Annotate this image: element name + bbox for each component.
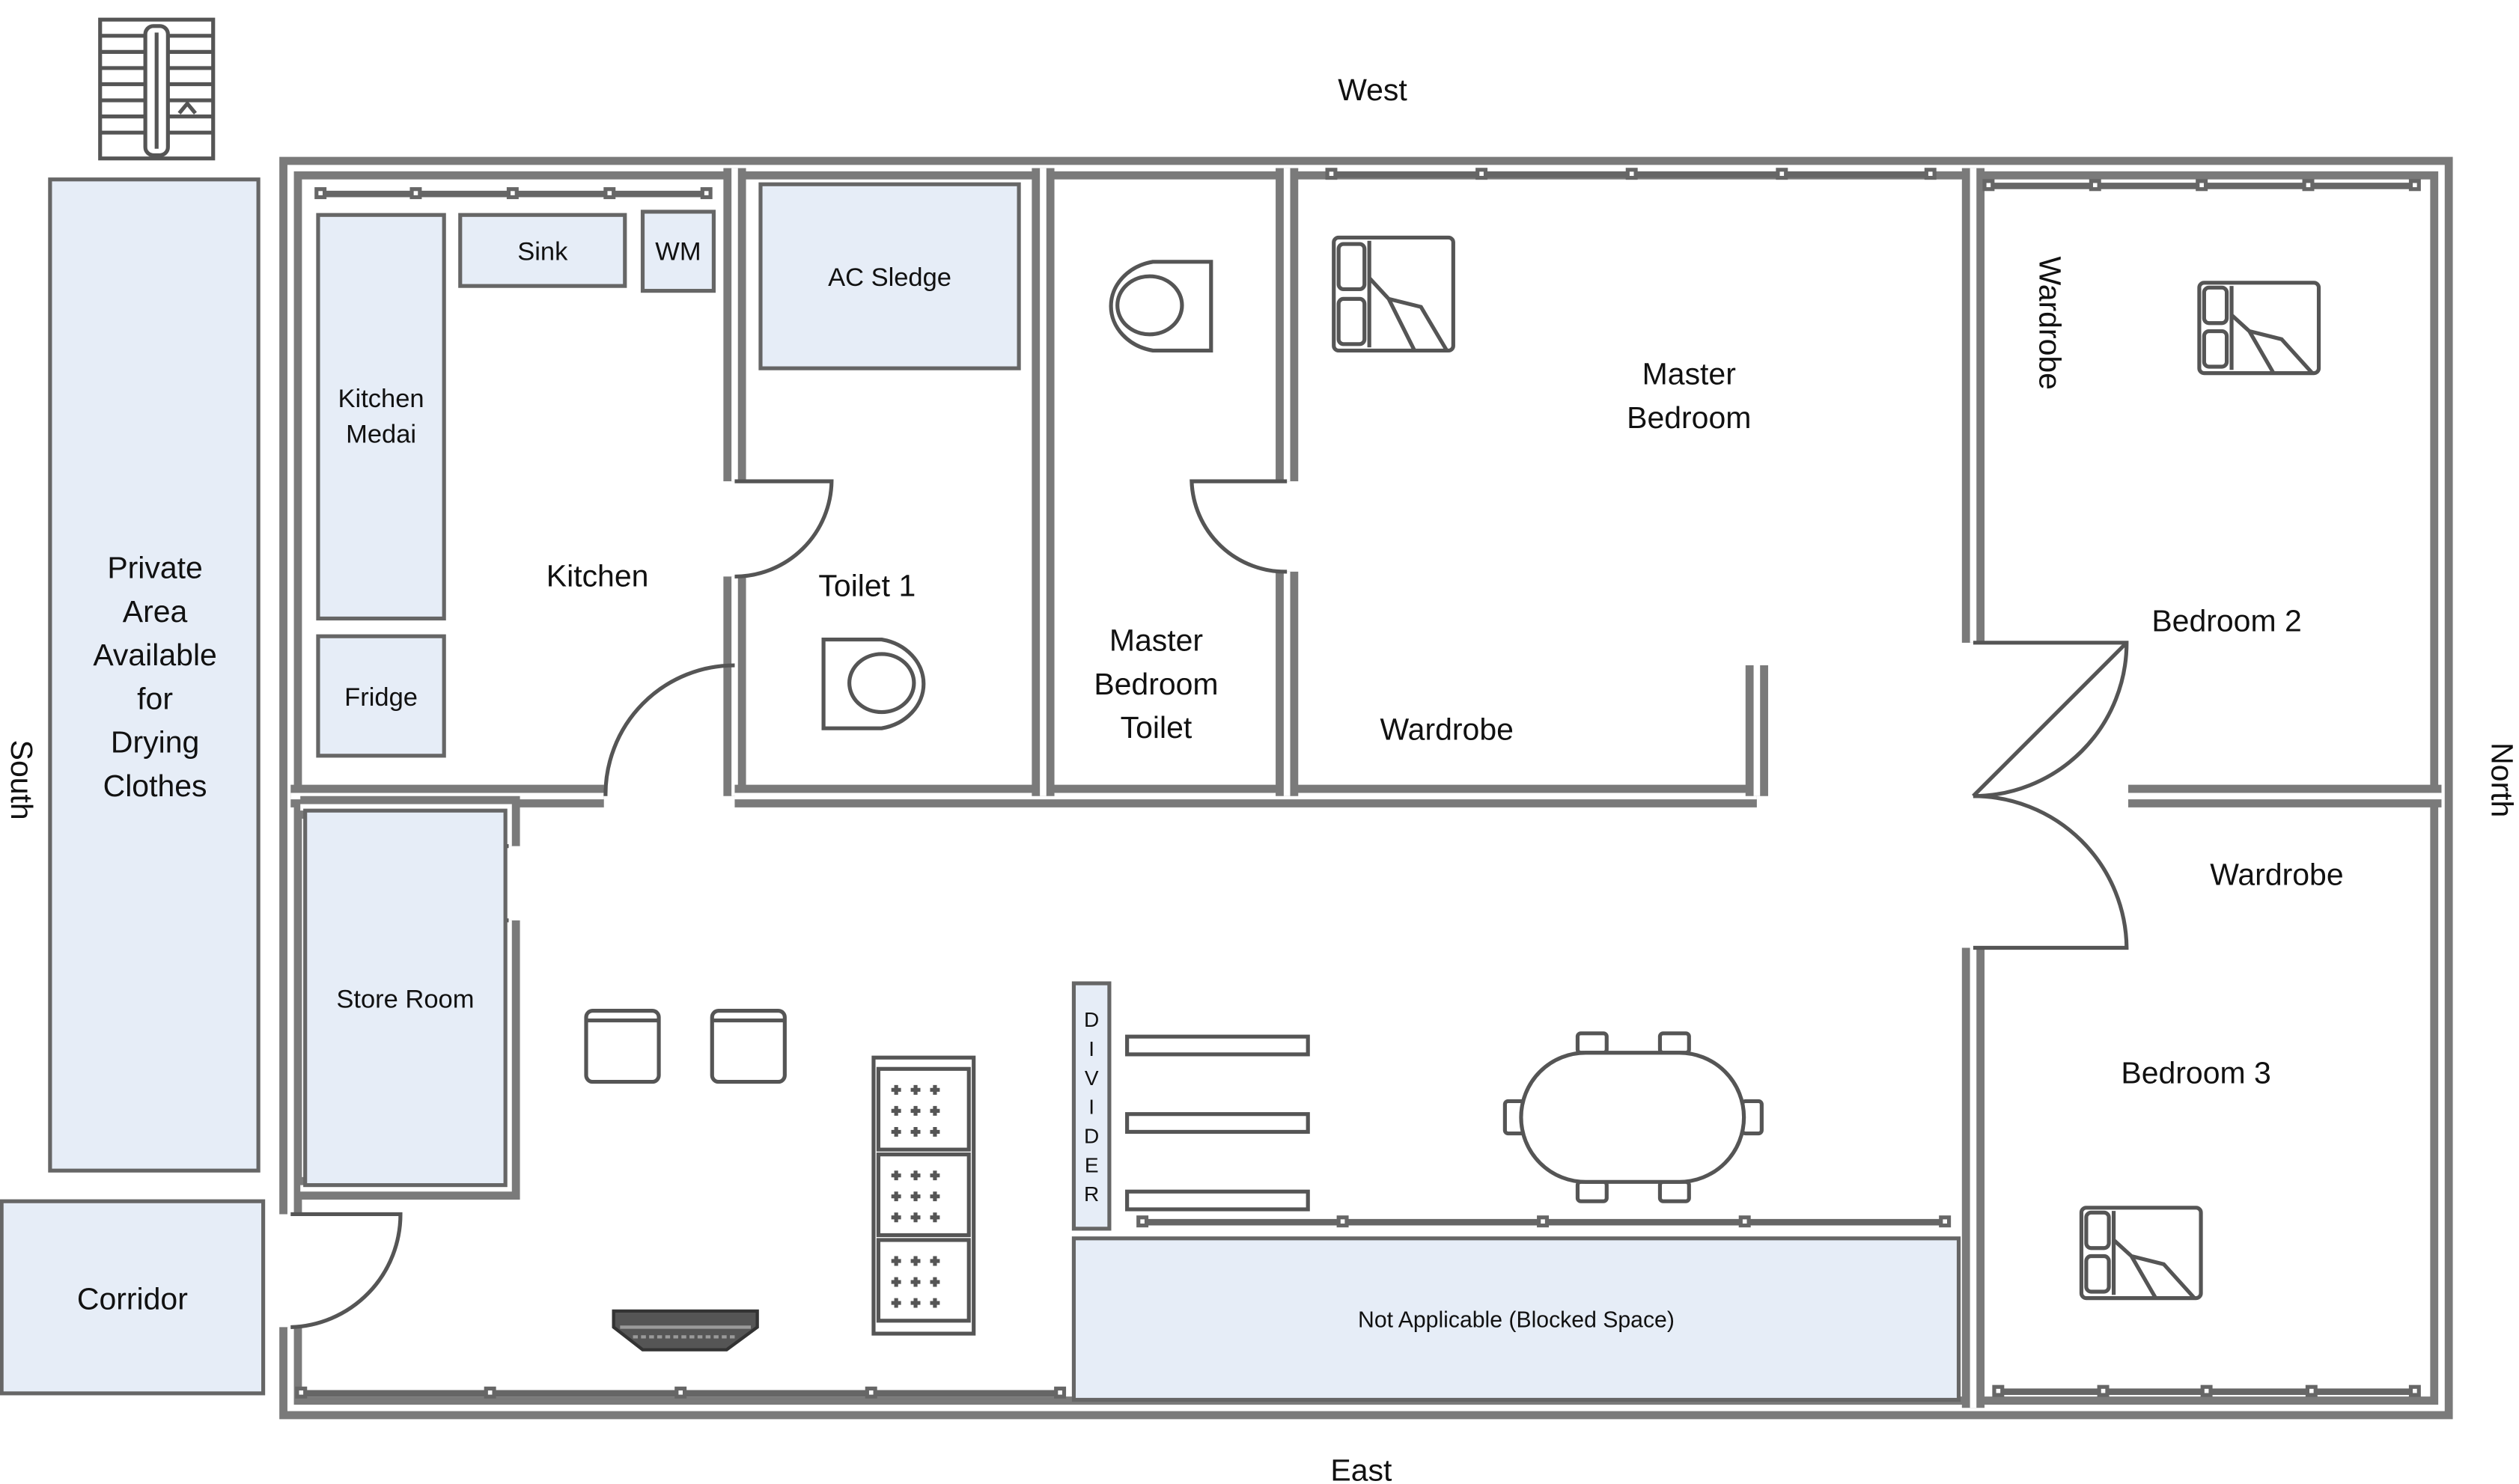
divider-label: D I V I D E R	[1084, 1008, 1099, 1206]
private-drying-area	[48, 177, 261, 1173]
wardrobe-bedroom2-label: Wardrobe	[2032, 257, 2067, 390]
svg-text:D: D	[1084, 1125, 1099, 1148]
tv-icon	[612, 1309, 759, 1352]
store-room	[303, 808, 508, 1188]
toilet-icon	[821, 637, 926, 730]
kitchen-medai-label-2: Medai	[346, 420, 416, 448]
blocked-space	[1071, 1236, 1961, 1402]
direction-west: West	[1338, 73, 1407, 107]
toilet-icon	[1109, 260, 1213, 353]
master-toilet-label-3: Toilet	[1121, 710, 1193, 745]
corridor	[0, 1199, 266, 1396]
toilet1-label: Toilet 1	[818, 568, 916, 602]
staircase-icon	[98, 17, 216, 161]
fridge-label: Fridge	[344, 683, 418, 712]
svg-text:E: E	[1085, 1153, 1099, 1176]
svg-text:Clothes: Clothes	[103, 769, 207, 803]
bed-icon	[2079, 1206, 2203, 1301]
direction-east: East	[1330, 1453, 1392, 1484]
wardrobe-bedroom3-label: Wardrobe	[2210, 857, 2343, 891]
corridor-label: Corridor	[77, 1282, 188, 1316]
washing-machine	[640, 210, 716, 293]
master-toilet-label-2: Bedroom	[1094, 667, 1218, 701]
kitchen-label: Kitchen	[546, 558, 649, 593]
interior-walls	[290, 168, 2442, 1408]
wm-label: WM	[655, 238, 701, 266]
svg-text:Available: Available	[93, 638, 217, 672]
sink-label: Sink	[517, 238, 568, 266]
direction-south: South	[4, 740, 39, 820]
sofa-icon	[871, 1055, 976, 1336]
bed-icon	[1332, 235, 1455, 353]
chair-icon	[710, 1009, 787, 1084]
bedroom2-label: Bedroom 2	[2151, 604, 2301, 638]
svg-text:for: for	[137, 681, 173, 715]
bed-icon	[2197, 281, 2321, 376]
ac-sledge-label: AC Sledge	[828, 263, 951, 292]
svg-text:D: D	[1084, 1008, 1099, 1031]
kitchen-medai-label-1: Kitchen	[338, 385, 424, 413]
divider	[1071, 981, 1112, 1231]
svg-text:Private: Private	[107, 551, 203, 585]
ac-sledge	[758, 182, 1021, 370]
svg-text:Area: Area	[123, 594, 188, 629]
svg-text:R: R	[1084, 1182, 1099, 1206]
windows	[295, 168, 2421, 1399]
svg-text:V: V	[1085, 1066, 1099, 1090]
dining-table-icon	[1502, 1031, 1764, 1203]
bedroom3-label: Bedroom 3	[2121, 1056, 2270, 1090]
master-toilet-label-1: Master	[1109, 623, 1203, 658]
chair-icon	[584, 1009, 661, 1084]
wardrobe-master-label: Wardrobe	[1380, 712, 1514, 746]
master-bedroom-label-1: Master	[1642, 357, 1736, 391]
svg-text:I: I	[1088, 1096, 1094, 1119]
fridge	[316, 634, 446, 758]
store-room-label: Store Room	[336, 985, 474, 1013]
blocked-space-label: Not Applicable (Blocked Space)	[1358, 1307, 1675, 1332]
svg-text:I: I	[1088, 1037, 1094, 1060]
sink	[458, 213, 627, 288]
shelf-icon	[1125, 1034, 1310, 1212]
private-area-label: Private Area Available for Drying Clothe…	[93, 551, 217, 803]
svg-text:Drying: Drying	[111, 725, 199, 760]
master-bedroom-label-2: Bedroom	[1627, 400, 1751, 435]
direction-north: North	[2485, 742, 2519, 817]
kitchen-medai	[316, 213, 446, 621]
